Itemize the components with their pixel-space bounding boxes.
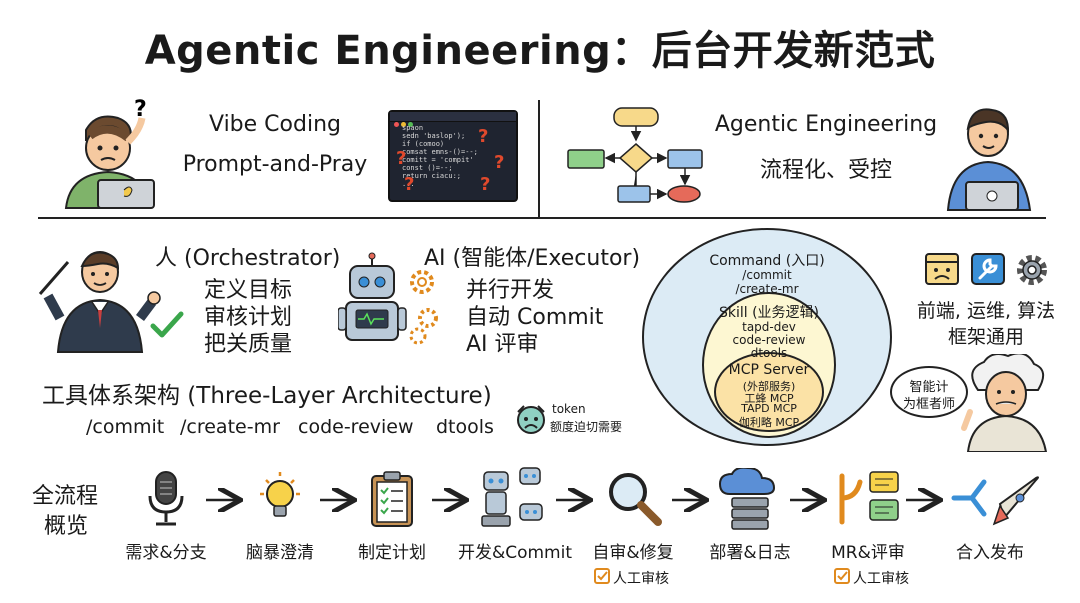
- green-checkmark-icon: [150, 311, 184, 338]
- command-layer-item: /commit: [742, 268, 792, 282]
- code-line: comsat emns-()=--;: [402, 148, 478, 156]
- process-controlled-label: 流程化、受控: [759, 158, 892, 183]
- code-line: return ciacu:;: [402, 172, 462, 180]
- flow-step-label: 开发&Commit: [457, 543, 573, 563]
- vibe-coding-label: Vibe Coding: [209, 112, 341, 137]
- mcp-layer-item: TAPD MCP: [741, 402, 797, 415]
- code-line: comitt = 'compit': [402, 156, 474, 164]
- mcp-layer-item: (外部服务): [742, 380, 796, 393]
- prompt-and-pray-label: Prompt-and-Pray: [182, 152, 368, 177]
- cloud-server-icon: [718, 468, 776, 530]
- flow-step-label: 部署&日志: [709, 543, 791, 563]
- ai-duty-item: 并行开发: [466, 278, 555, 303]
- question-mark-icon: ?: [404, 174, 415, 195]
- page-title: Agentic Engineering：后台开发新范式: [144, 28, 936, 74]
- lightbulb-icon: [260, 472, 300, 517]
- speech-bubble-line: 为框者师: [902, 397, 955, 412]
- command-layer-item: /create-mr: [735, 282, 799, 296]
- mcp-layer-title: MCP Server: [728, 362, 810, 378]
- human-duty-item: 审核计划: [204, 305, 293, 330]
- checkbox-checked-icon: [834, 568, 850, 584]
- domains-label: 前端, 运维, 算法: [916, 300, 1056, 322]
- tool-command-item: /commit: [86, 416, 165, 438]
- robots-icon: [481, 467, 543, 527]
- scientist-advisor-icon: [961, 354, 1048, 452]
- code-snippet-window: spaon sedn 'baslop'); if (comoo) comsat …: [388, 110, 518, 202]
- checkbox-checked-icon: [594, 568, 610, 584]
- flow-step-label: 脑暴澄清: [246, 543, 314, 563]
- rocket-icon: [951, 476, 1039, 526]
- conductor-orchestrator-icon: [38, 251, 161, 353]
- wrench-icon: [971, 253, 1005, 285]
- question-mark-icon: ?: [478, 126, 489, 147]
- flowchart-icon: [567, 107, 703, 203]
- manual-review-label: 人工审核: [613, 571, 669, 587]
- ai-executor-title: AI (智能体/Executor): [424, 246, 641, 271]
- question-mark-icon: ?: [396, 148, 407, 169]
- human-orchestrator-title: 人 (Orchestrator): [155, 246, 341, 271]
- code-line: spaon: [402, 124, 424, 132]
- svg-text:?: ?: [134, 97, 147, 122]
- token-need-label: 额度迫切需要: [550, 420, 623, 434]
- flow-step-label: 需求&分支: [125, 543, 207, 563]
- ai-duty-item: 自动 Commit: [466, 305, 604, 330]
- skill-layer-item: code-review: [732, 333, 806, 347]
- question-mark-icon: ?: [480, 174, 491, 195]
- speech-bubble: [890, 366, 968, 418]
- skill-layer-item: tapd-dev: [742, 320, 796, 334]
- token-label: token: [552, 402, 586, 416]
- frontend-window-icon: [925, 253, 959, 285]
- code-line: sedn 'baslop');: [402, 132, 466, 140]
- flow-step-label: 合入发布: [956, 543, 1024, 563]
- tool-command-item: code-review: [298, 416, 414, 438]
- code-line: ...: [402, 180, 415, 188]
- branch-chat-icon: [839, 471, 899, 525]
- microphone-icon: [148, 471, 184, 526]
- command-layer-title: Command (入口): [709, 253, 825, 269]
- gear-icon: [1017, 255, 1047, 285]
- manual-review-label: 人工审核: [853, 571, 909, 587]
- robot-executor-icon: [338, 252, 438, 345]
- mcp-layer-item: 工蜂 MCP: [744, 392, 794, 405]
- human-duty-item: 定义目标: [204, 278, 293, 303]
- code-line: const ()=--;: [402, 164, 453, 172]
- mcp-layer-item: 伽利略 MCP: [738, 416, 800, 429]
- skill-layer-item: dtools: [750, 346, 788, 360]
- flow-step-label: MR&评审: [831, 543, 905, 563]
- overview-label: 全流程: [32, 484, 99, 509]
- worried-face-icon: [517, 405, 545, 434]
- mcp-layer-circle: [714, 352, 824, 432]
- skill-layer-title: Skill (业务逻辑): [718, 305, 820, 321]
- overview-label: 概览: [44, 514, 89, 539]
- flow-arrows: [206, 488, 1080, 512]
- agentic-engineering-label: Agentic Engineering: [714, 112, 938, 137]
- question-mark-icon: ?: [494, 152, 505, 173]
- confused-developer-icon: ?: [64, 97, 155, 209]
- speech-bubble-line: 智能计: [909, 380, 949, 395]
- top-divider: [538, 100, 540, 218]
- clipboard-checklist-icon: [371, 471, 413, 527]
- tools-architecture-title: 工具体系架构 (Three-Layer Architecture): [42, 383, 492, 409]
- tool-command-item: dtools: [436, 416, 494, 438]
- magnifier-icon: [609, 473, 662, 526]
- code-line: if (comoo): [402, 140, 445, 148]
- flow-step-label: 自审&修复: [592, 543, 674, 563]
- ai-duty-item: AI 评审: [466, 332, 539, 357]
- section-divider: [38, 217, 1046, 219]
- tool-command-item: /create-mr: [180, 416, 280, 438]
- framework-generic-label: 框架通用: [947, 326, 1024, 348]
- flow-step-label: 制定计划: [358, 543, 426, 563]
- human-duty-item: 把关质量: [204, 332, 293, 357]
- focused-developer-icon: [946, 108, 1032, 211]
